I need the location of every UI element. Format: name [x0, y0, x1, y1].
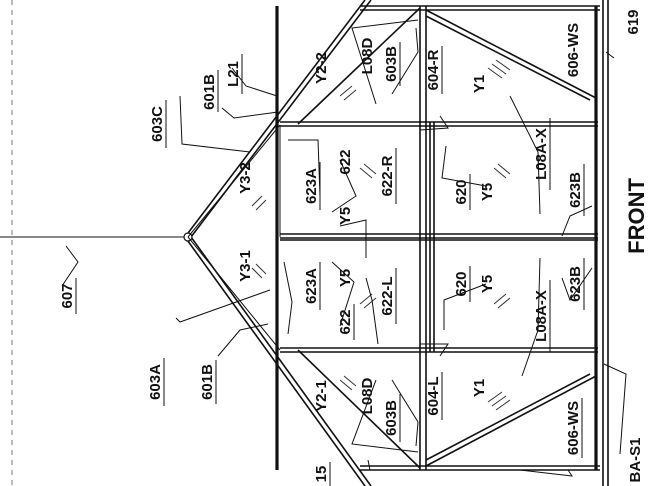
- label-623a-top: 623A: [303, 168, 320, 204]
- label-y5-tl: Y5: [337, 207, 354, 225]
- label-underlines: [75, 42, 585, 486]
- gable-triangle-panels: [187, 124, 281, 351]
- label-front: FRONT: [624, 178, 649, 254]
- label-y5-tr: Y5: [479, 183, 496, 201]
- label-y5-bl: Y5: [337, 269, 354, 287]
- label-y1-top: Y1: [471, 75, 488, 93]
- label-y3-1: Y3-1: [237, 250, 254, 282]
- label-y3-2: Y3-2: [237, 162, 254, 194]
- label-623b-bot: 623B: [567, 266, 584, 302]
- label-y5-br: Y5: [479, 275, 496, 293]
- label-623b-top: 623B: [567, 172, 584, 208]
- diagonal-braces: [297, 7, 597, 469]
- side-wall-frame: [280, 0, 609, 486]
- label-622l: 622-L: [379, 276, 396, 315]
- label-601b-bot: 601B: [199, 364, 216, 400]
- label-603a: 603A: [147, 364, 164, 400]
- label-603b-bot: 603B: [383, 400, 400, 436]
- label-623a-bot: 623A: [303, 268, 320, 304]
- label-603b-top: 603B: [383, 46, 400, 82]
- label-619: 619: [625, 9, 642, 34]
- label-622-bot: 622: [337, 309, 354, 334]
- glazing-hatch-marks: [251, 59, 511, 411]
- label-622-top: 622: [337, 149, 354, 174]
- label-622r: 622-R: [379, 155, 396, 196]
- part-labels: L21 601B 603C 607 603A 601B 15 619 606-W…: [59, 9, 649, 482]
- label-603c: 603C: [149, 106, 166, 142]
- label-y2-2: Y2-2: [313, 52, 330, 84]
- label-y2-1: Y2-1: [313, 380, 330, 412]
- label-bas1: BA-S1: [627, 437, 644, 482]
- label-l08ax-top: L08A-X: [533, 128, 550, 180]
- leader-lines: [61, 19, 627, 477]
- label-y1-bot: Y1: [471, 379, 488, 397]
- label-l21: L21: [225, 61, 242, 87]
- label-604r: 604-R: [425, 49, 442, 90]
- label-l08ax-bot: L08A-X: [533, 290, 550, 342]
- label-620-top: 620: [453, 179, 470, 204]
- label-604l: 604-L: [425, 376, 442, 415]
- label-607: 607: [59, 283, 76, 308]
- label-l08d-bot: L08D: [359, 377, 376, 414]
- label-15: 15: [313, 466, 330, 483]
- label-620-bot: 620: [453, 271, 470, 296]
- label-606ws-top: 606-WS: [565, 23, 582, 77]
- label-601b-top: 601B: [201, 74, 218, 110]
- label-l08d-top: L08D: [359, 37, 376, 74]
- label-606ws-bot: 606-WS: [565, 401, 582, 455]
